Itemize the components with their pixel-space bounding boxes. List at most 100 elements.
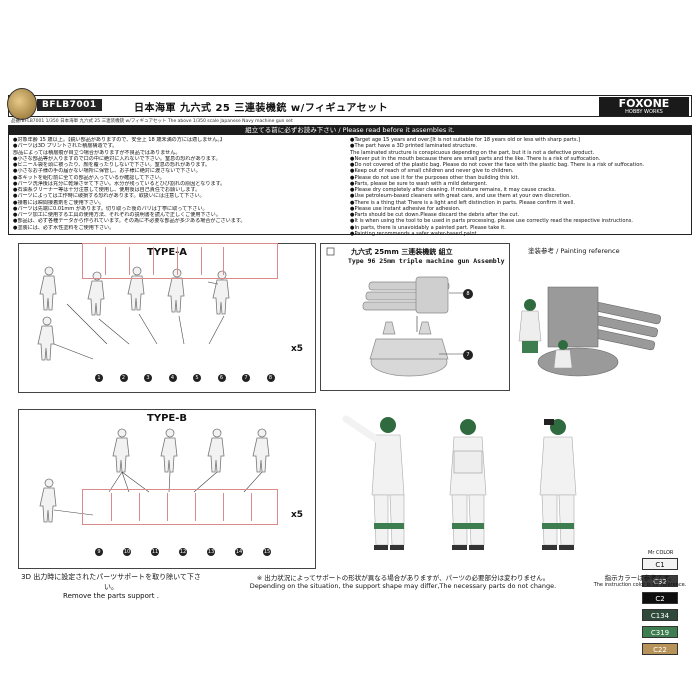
notice-line: ●接着には瞬間接着剤をご使用下さい。 bbox=[13, 199, 105, 206]
notice-line: ●In parts, there is unavoidably a painte… bbox=[350, 224, 506, 231]
runner-divider bbox=[223, 247, 224, 275]
runner-divider bbox=[251, 493, 252, 521]
assembly-diagram bbox=[326, 247, 466, 377]
notice-line: ●The part have a 3D printed laminated st… bbox=[350, 143, 478, 150]
notice-heading: 組立てる前に必ずお読み下さい / Please read before it a… bbox=[9, 126, 691, 135]
part-number-3: 3 bbox=[144, 374, 152, 382]
type-b-quantity: x5 bbox=[291, 510, 304, 520]
notice-line: ●Painting recommends a safer water-based… bbox=[350, 230, 479, 237]
figure-b5 bbox=[39, 478, 57, 523]
part-number-10: 10 bbox=[123, 548, 131, 556]
runner-divider bbox=[177, 247, 178, 275]
runner-divider bbox=[153, 247, 154, 275]
notice-line: ●Keep out of reach of small children and… bbox=[350, 168, 514, 175]
assembly-icon bbox=[326, 247, 335, 256]
notice-line: ●パーツ加工に使用する工具の使用方法、それぞれの説明書を読んで正しくご使用下さい… bbox=[13, 212, 221, 218]
type-a-leader-lines bbox=[53, 303, 225, 360]
notice-line: ●It is when using the tool to be used in… bbox=[350, 218, 633, 225]
product-subtitle: 品番/BFLB7001 1/350 日本海軍 九六式 25 三連装機銃 w/フィ… bbox=[11, 119, 293, 124]
notice-box: 組立てる前に必ずお読み下さい / Please read before it a… bbox=[8, 125, 692, 237]
part-number-11: 11 bbox=[151, 548, 159, 556]
type-a-figure-group bbox=[37, 266, 230, 361]
painted-figure-2 bbox=[449, 419, 487, 550]
part-number-8: 8 bbox=[266, 374, 275, 382]
type-b-figure-group bbox=[39, 428, 270, 523]
notice-line: ●ビニール袋を頭に被ったり、顔を覆ったりしないで下さい。窒息の恐れがあります。 bbox=[13, 162, 211, 168]
figure-a3 bbox=[127, 266, 145, 311]
figure-b1 bbox=[112, 428, 130, 473]
painted-figures bbox=[342, 415, 577, 550]
notice-line: The laminated structure is conspicuous d… bbox=[350, 149, 595, 156]
part-number-4: 4 bbox=[168, 374, 177, 382]
footer-left-jp: 3D 出力時に設定されたパーツサポートを取り除いて下さい。 bbox=[21, 573, 201, 591]
color-chip: C2 bbox=[642, 592, 678, 604]
type-b-title: TYPE-B bbox=[147, 413, 187, 424]
footer-right-jp: 指示カラーは参考です。 bbox=[604, 574, 676, 582]
painted-figure-3 bbox=[539, 419, 577, 550]
runner-divider bbox=[139, 493, 140, 521]
painted-crew bbox=[518, 299, 573, 369]
color-chip: C134 bbox=[642, 609, 678, 621]
painting-reference-label: 塗装参考 / Painting reference bbox=[528, 247, 620, 255]
notice-line: ●石油系クリーナー等は十分注意して使用し、使用後は自己責任でお願いします。 bbox=[13, 187, 201, 193]
figure-a2 bbox=[87, 271, 105, 316]
footer-middle-jp: ※ 出力状況によってサポートの形状が異なる場合がありますが、パーツの必要部分は変… bbox=[256, 574, 550, 582]
notice-line: ●Use petroleum-based cleaners with great… bbox=[350, 193, 571, 200]
type-a-runner bbox=[82, 243, 278, 279]
figure-b4 bbox=[252, 428, 270, 473]
notice-line: ●Please dry completely after cleaning. I… bbox=[350, 187, 556, 193]
notice-line: ●Please use instant adhesive for adhesio… bbox=[350, 205, 461, 212]
notice-line: ●パーツによっては工作時に破損する恐れがあります。取扱いには注意して下さい。 bbox=[13, 193, 205, 200]
notice-line: ●パーツは先端に0.01mm があります。切り取った後のバリは丁寧に取って下さい… bbox=[13, 205, 208, 212]
part-number-7: 7 bbox=[242, 374, 250, 382]
notice-line: ●Parts should be cut down.Please discard… bbox=[350, 212, 520, 218]
painted-figure-1 bbox=[342, 415, 405, 550]
gun-barrels bbox=[362, 276, 450, 314]
part-number-13: 13 bbox=[207, 548, 215, 556]
notice-en-column: ●Target age 15 years and over.[It is not… bbox=[350, 137, 687, 237]
footer-right: 指示カラーは参考です。 The instruction color is for… bbox=[588, 572, 692, 588]
runner-divider bbox=[223, 493, 224, 521]
assembly-title-jp: 九六式 25mm 三連装機銃 組立 bbox=[351, 248, 453, 256]
notice-line: 部品によっては積層痕が目立つ場合がありますが不良品ではありません。 bbox=[13, 149, 181, 156]
assembly-title-en: Type 96 25mm triple machine gun Assembly bbox=[348, 257, 505, 265]
notice-line: ●There is a thing that There is a light … bbox=[350, 199, 575, 206]
type-a-title: TYPE-A bbox=[146, 247, 188, 258]
part-number-5: 5 bbox=[193, 374, 201, 382]
callout-7: 7 bbox=[463, 350, 473, 360]
assembly-panel: 九六式 25mm 三連装機銃 組立 Type 96 25mm triple ma… bbox=[320, 243, 510, 391]
notice-line: ●Do not covered of the plastic bag. Plea… bbox=[350, 162, 645, 168]
figure-b2 bbox=[160, 428, 178, 473]
figure-a6 bbox=[37, 316, 55, 361]
figure-a1 bbox=[39, 266, 57, 311]
instruction-sheet: BFLB7001 日本海軍 九六式 25 三連装機銃 w/フィギュアセット FO… bbox=[7, 88, 692, 655]
runner-divider bbox=[195, 493, 196, 521]
notice-line: ●Target age 15 years and over.[It is not… bbox=[350, 137, 581, 143]
painting-reference-render bbox=[518, 286, 661, 377]
logo-text: FOXONE bbox=[618, 97, 670, 110]
notice-line: ●パーツ洗浄後は充分に乾燥させて下さい。水分が残っているとひび割れの原因となりま… bbox=[13, 180, 226, 187]
type-a-quantity: x5 bbox=[291, 344, 304, 354]
part-number-14: 14 bbox=[235, 548, 243, 556]
figure-a5 bbox=[207, 270, 230, 315]
gun-mount bbox=[369, 321, 449, 377]
product-code: BFLB7001 bbox=[37, 99, 102, 111]
footer-middle-en: Depending on the situation, the support … bbox=[249, 582, 557, 590]
notice-line: ●部品は、必ず各種データから作られています。その為に不必要な部品が多少ある場合が… bbox=[13, 218, 246, 225]
notice-line: ●対象年齢 15 歳以上。【鋭い部品がありますので、安全上 18 歳未満の方には… bbox=[13, 137, 225, 143]
footer-left: 3D 出力時に設定されたパーツサポートを取り除いて下さい。 Remove the… bbox=[16, 572, 206, 600]
footer-left-en: Remove the parts support . bbox=[63, 592, 159, 600]
part-number-1: 1 bbox=[95, 374, 103, 382]
color-chip: C319 bbox=[642, 626, 678, 638]
notice-line: ●Never put in the mouth because there ar… bbox=[350, 155, 601, 162]
runner-divider bbox=[201, 247, 202, 275]
logo-subtext: HOBBY WORKS bbox=[625, 109, 663, 115]
part-number-12: 12 bbox=[179, 548, 187, 556]
runner-divider bbox=[111, 493, 112, 521]
notice-line: ●小さな部品等が入りますので口の中に絶対に入れないで下さい。窒息の恐れがあります… bbox=[13, 155, 221, 162]
painted-gun bbox=[537, 286, 661, 377]
type-b-figures bbox=[39, 428, 270, 523]
notice-line: ●Please do not use it for the purposes o… bbox=[350, 174, 520, 181]
type-a-figures bbox=[37, 266, 230, 361]
emblem-icon bbox=[7, 88, 37, 120]
